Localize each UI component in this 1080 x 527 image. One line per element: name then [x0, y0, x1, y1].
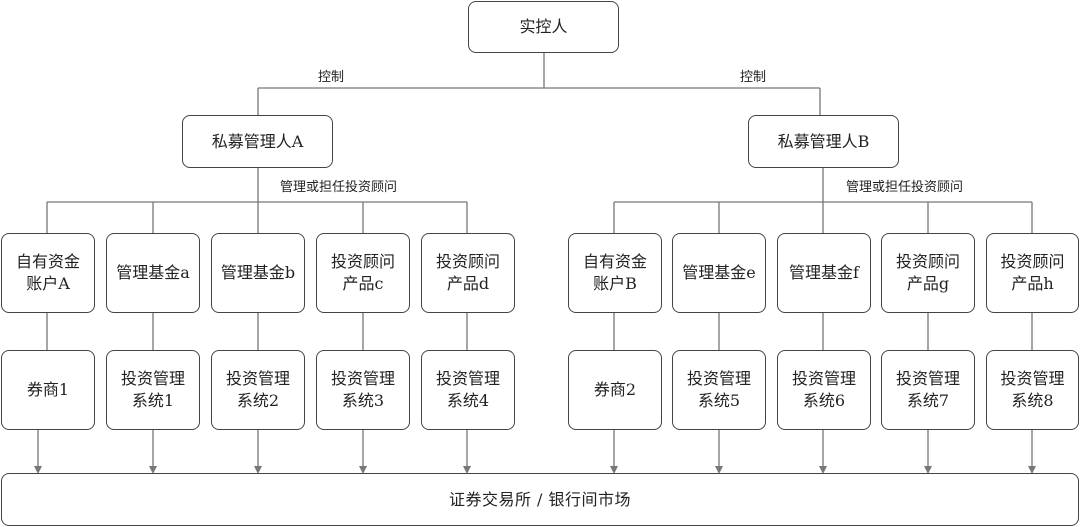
system-box: 投资管理 系统2: [211, 350, 305, 430]
product-box: 自有资金 账户A: [1, 233, 95, 313]
system-box: 投资管理 系统4: [421, 350, 515, 430]
product-box: 管理基金b: [211, 233, 305, 313]
manager-a-box: 私募管理人A: [182, 115, 333, 168]
product-box: 管理基金f: [777, 233, 871, 313]
control-label-left: 控制: [318, 70, 345, 85]
product-box: 投资顾问 产品h: [986, 233, 1079, 313]
system-box: 投资管理 系统3: [316, 350, 410, 430]
product-box: 管理基金e: [672, 233, 766, 313]
manager-b-box: 私募管理人B: [748, 115, 899, 168]
product-box: 投资顾问 产品g: [881, 233, 975, 313]
system-box: 券商2: [568, 350, 662, 430]
manage-label-right: 管理或担任投资顾问: [846, 180, 964, 195]
system-box: 投资管理 系统5: [672, 350, 766, 430]
control-label-right: 控制: [740, 70, 767, 85]
system-box: 投资管理 系统1: [106, 350, 200, 430]
system-box: 券商1: [1, 350, 95, 430]
system-box: 投资管理 系统8: [986, 350, 1079, 430]
actual-controller-box: 实控人: [468, 1, 619, 53]
product-box: 自有资金 账户B: [568, 233, 662, 313]
product-box: 投资顾问 产品d: [421, 233, 515, 313]
product-box: 管理基金a: [106, 233, 200, 313]
product-box: 投资顾问 产品c: [316, 233, 410, 313]
manage-label-left: 管理或担任投资顾问: [280, 180, 398, 195]
system-box: 投资管理 系统6: [777, 350, 871, 430]
system-box: 投资管理 系统7: [881, 350, 975, 430]
market-box: 证券交易所 / 银行间市场: [1, 473, 1079, 526]
